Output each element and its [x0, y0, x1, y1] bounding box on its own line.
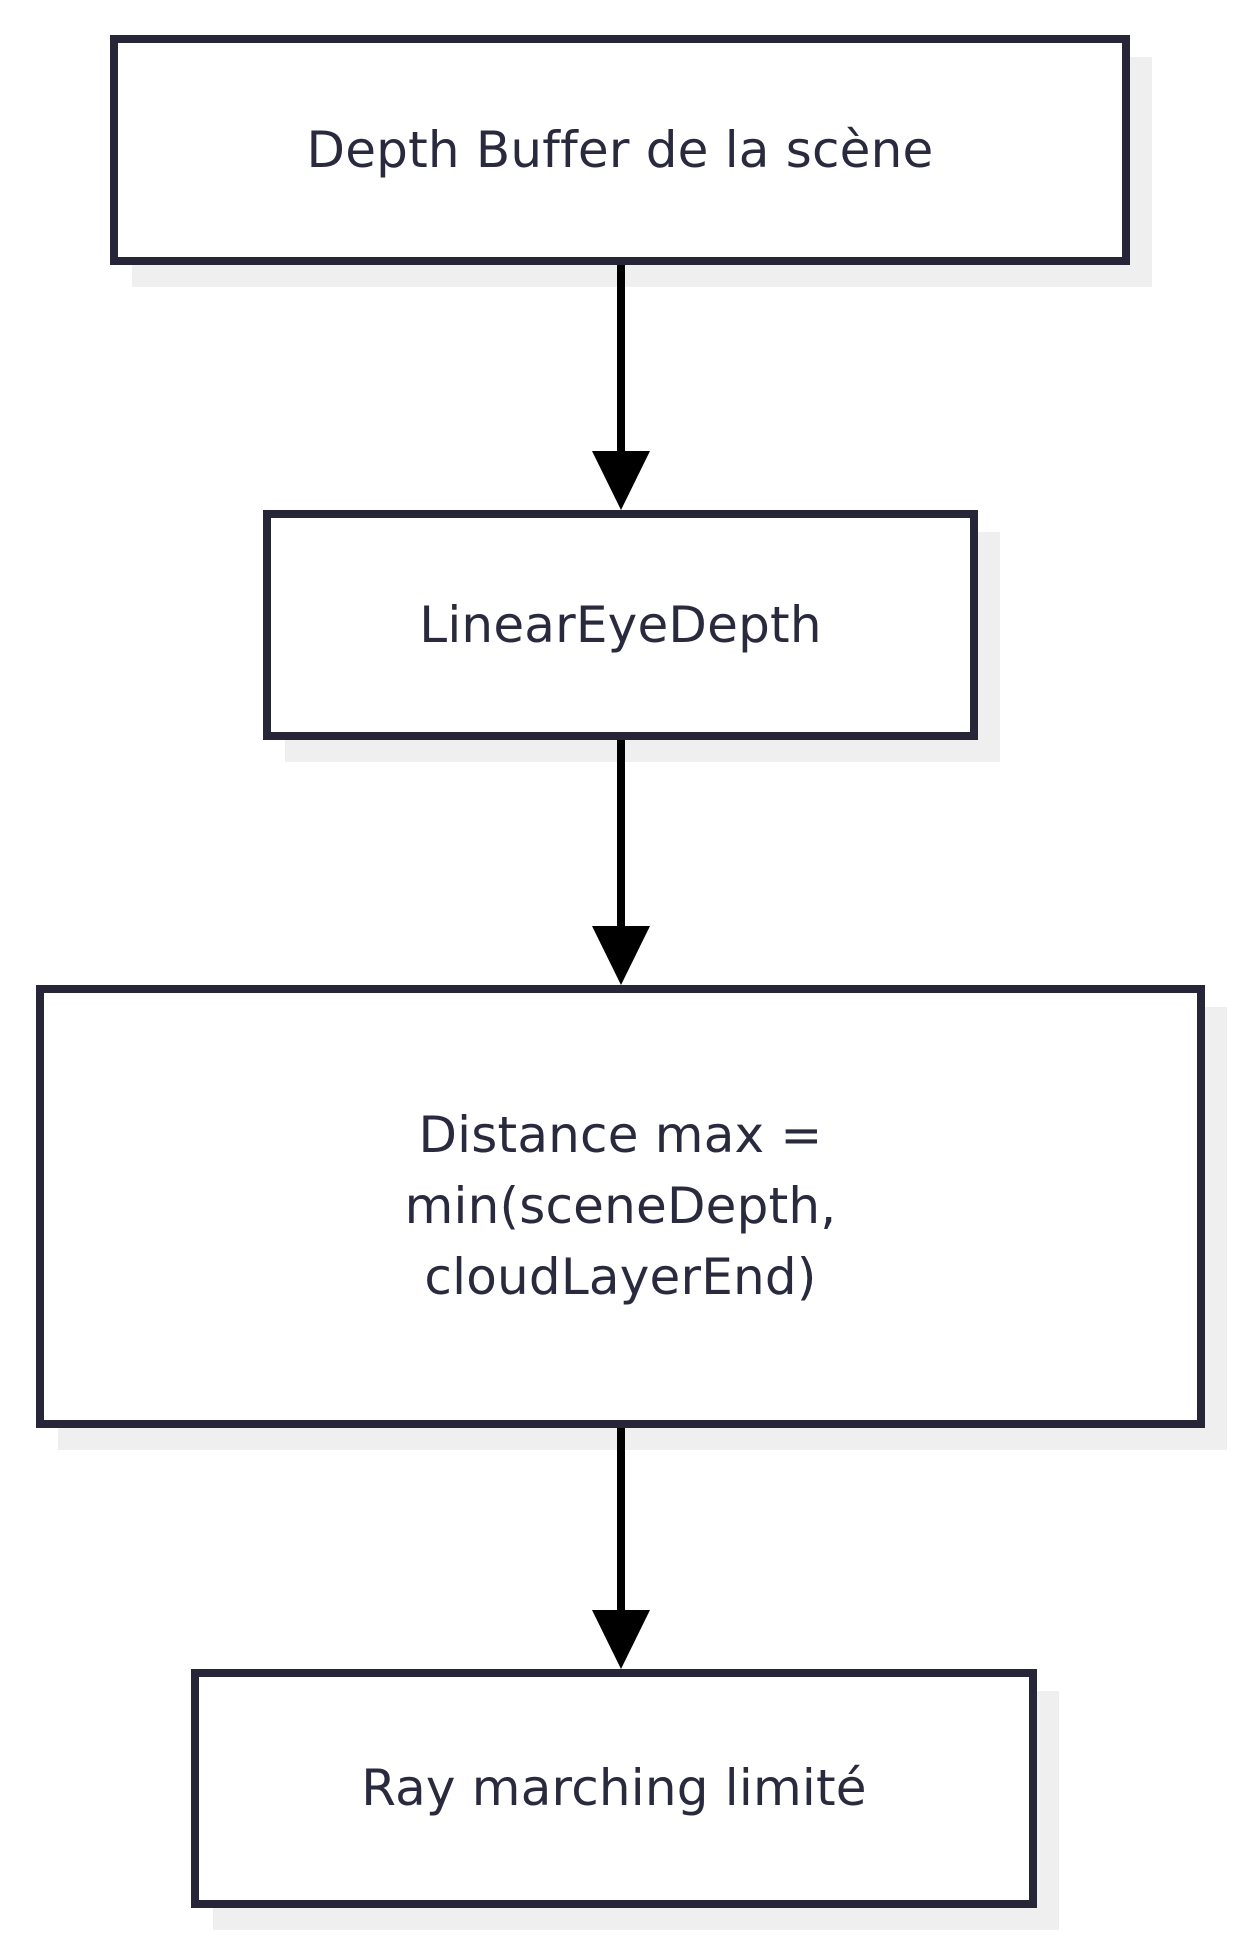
edge-linear-eye-depth-to-distance-max: [586, 740, 656, 986]
edge-depth-buffer-to-linear-eye-depth: [586, 265, 656, 511]
edge-distance-max-to-ray-marching: [586, 1428, 656, 1670]
node-depth-buffer[interactable]: Depth Buffer de la scène: [110, 35, 1130, 265]
node-distance-max-label: Distance max = min(sceneDepth, cloudLaye…: [404, 1106, 837, 1306]
node-linear-eye-depth-label: LinearEyeDepth: [419, 595, 822, 654]
node-distance-max[interactable]: Distance max = min(sceneDepth, cloudLaye…: [36, 985, 1205, 1428]
node-ray-marching[interactable]: Ray marching limité: [191, 1669, 1037, 1908]
node-linear-eye-depth[interactable]: LinearEyeDepth: [263, 510, 978, 740]
node-ray-marching-label: Ray marching limité: [361, 1759, 867, 1817]
node-depth-buffer-label: Depth Buffer de la scène: [306, 120, 934, 179]
